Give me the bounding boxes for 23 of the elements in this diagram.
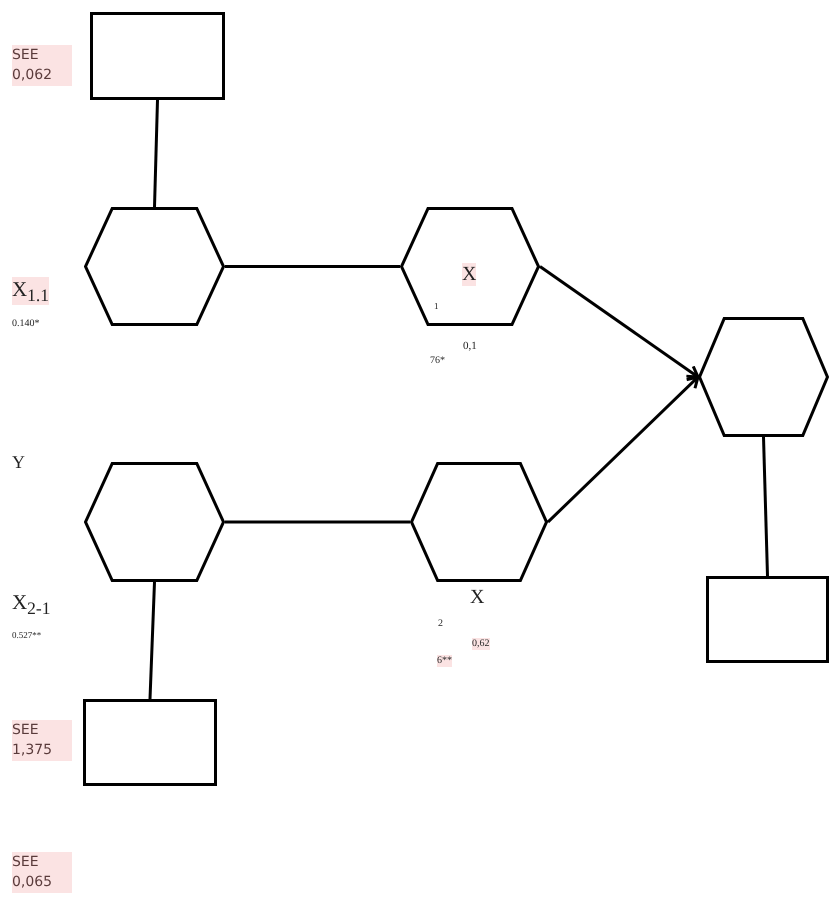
connector-line bbox=[762, 436, 769, 576]
variable-label: X$_{2-1}$ bbox=[12, 590, 50, 618]
arrow bbox=[539, 265, 700, 378]
fit-statistic: SEE 0,062 bbox=[12, 45, 72, 86]
fit-statistic: SEE 0,065 bbox=[12, 852, 72, 893]
node-label: X bbox=[462, 263, 476, 286]
coefficient-value: 0,1 bbox=[463, 340, 477, 353]
coefficient-value: 76* bbox=[430, 355, 445, 366]
connector-line bbox=[225, 265, 400, 268]
node-label: 1 bbox=[434, 301, 438, 312]
coefficient-value: 0.140* bbox=[12, 318, 40, 330]
variable-label: X bbox=[470, 586, 484, 609]
coefficient-value: 0,62 bbox=[472, 638, 490, 650]
connector-line bbox=[153, 100, 159, 208]
subscript-number: 2 bbox=[438, 618, 443, 630]
fit-statistic: SEE 1,375 bbox=[12, 720, 72, 761]
coefficient-value: 6** bbox=[437, 655, 452, 666]
variable-label: X$_{1.1}$ bbox=[12, 277, 50, 306]
variable-label: Y bbox=[12, 452, 25, 473]
coefficient-value: 0.527** bbox=[12, 630, 42, 640]
connector-line bbox=[225, 520, 410, 524]
connector-line bbox=[148, 582, 156, 700]
arrow bbox=[546, 376, 700, 524]
